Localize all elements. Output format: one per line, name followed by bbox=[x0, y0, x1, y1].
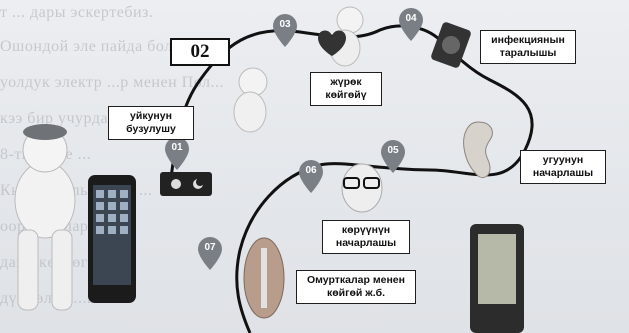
bg-text-line: кээ бир учурда ... bbox=[0, 110, 127, 127]
label-heart-problem: жүрөк көйгөйү bbox=[310, 72, 382, 106]
step-pin-05: 05 bbox=[380, 140, 406, 174]
pin-icon bbox=[198, 237, 222, 270]
person-with-phone-illustration bbox=[14, 124, 136, 311]
pin-icon bbox=[399, 8, 423, 41]
virus-illustration bbox=[431, 22, 471, 68]
heart-person-illustration bbox=[318, 6, 364, 67]
label-vision-loss: көрүүнүн начарлашы bbox=[322, 220, 410, 254]
step-pin-04: 04 bbox=[398, 8, 424, 42]
label-sleep-disorder: уйкунун бузулушу bbox=[108, 106, 194, 140]
phone-moon-illustration bbox=[160, 172, 212, 196]
ear-illustration bbox=[463, 121, 493, 179]
bg-text-line: т ... дары эскертебиз. bbox=[0, 4, 154, 21]
glasses-face-illustration bbox=[341, 163, 383, 213]
step-pin-01: 01 bbox=[164, 137, 190, 171]
label-spine-problems: Омурткалар менен көйгөй ж.б. bbox=[296, 270, 416, 304]
path-line bbox=[168, 24, 534, 333]
pin-icon bbox=[165, 137, 189, 170]
device-illustration bbox=[470, 224, 524, 333]
pin-icon bbox=[381, 140, 405, 173]
step-pin-07: 07 bbox=[197, 237, 223, 271]
bg-text-line: уолдук электр ...р менен Пол... bbox=[0, 74, 224, 91]
label-hearing-loss: угуунун начарлашы bbox=[520, 150, 606, 184]
label-infection-spread: инфекциянын таралышы bbox=[480, 30, 576, 64]
pin-icon bbox=[299, 160, 323, 193]
bg-text-line: Ошондой эле пайда болгон bbox=[0, 38, 197, 55]
figure-number: 02 bbox=[170, 38, 230, 66]
spine-body-illustration bbox=[243, 237, 285, 319]
thinking-person-illustration bbox=[233, 67, 268, 133]
pin-icon bbox=[273, 14, 297, 47]
step-pin-06: 06 bbox=[298, 160, 324, 194]
step-pin-03: 03 bbox=[272, 14, 298, 48]
